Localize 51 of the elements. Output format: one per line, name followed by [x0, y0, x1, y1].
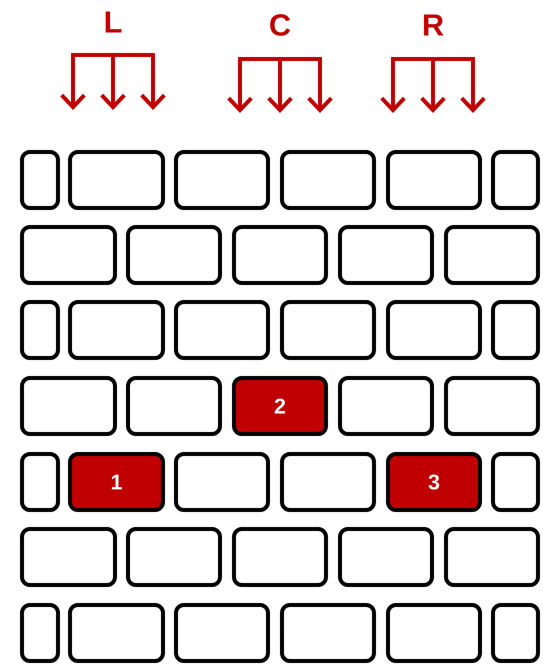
brick: [444, 376, 540, 436]
arrow: [227, 57, 280, 114]
brick: [232, 225, 328, 285]
brick: [20, 452, 60, 512]
brick: [338, 527, 434, 587]
brick: [174, 452, 270, 512]
brick: [126, 225, 222, 285]
brick: [280, 603, 376, 663]
brick: [126, 527, 222, 587]
arrow: [380, 57, 433, 114]
arrow: [420, 59, 446, 114]
brick: [444, 527, 540, 587]
arrow: [267, 59, 293, 114]
brick: [20, 376, 117, 436]
brick: [444, 225, 540, 285]
brick: [174, 150, 270, 210]
highlighted-brick: 2: [232, 376, 328, 436]
brick: [20, 225, 117, 285]
brick: [20, 150, 60, 210]
arrow: [113, 53, 166, 110]
column-label: L: [106, 11, 122, 33]
brick: [280, 150, 376, 210]
column-label: R: [424, 14, 444, 36]
brick: [386, 300, 482, 360]
brick: [280, 300, 376, 360]
brick: [126, 376, 222, 436]
highlighted-brick: 3: [386, 452, 482, 512]
highlighted-brick: 1: [68, 452, 165, 512]
brick: [174, 300, 270, 360]
brick: [68, 300, 165, 360]
brick: [20, 300, 60, 360]
brick: [491, 300, 540, 360]
brick: [174, 603, 270, 663]
brick: [338, 376, 434, 436]
brick: [280, 452, 376, 512]
brick: [20, 527, 117, 587]
arrow: [100, 55, 126, 110]
arrow: [433, 57, 486, 114]
brick: [491, 452, 540, 512]
arrow: [60, 53, 113, 110]
brick: [232, 527, 328, 587]
brick: [68, 150, 165, 210]
brick: [338, 225, 434, 285]
brick: [386, 150, 482, 210]
brick: [68, 603, 165, 663]
arrow: [280, 57, 333, 114]
brick: [20, 603, 60, 663]
brick: [491, 150, 540, 210]
brick: [386, 603, 482, 663]
column-label: C: [270, 14, 290, 36]
brick: [491, 603, 540, 663]
